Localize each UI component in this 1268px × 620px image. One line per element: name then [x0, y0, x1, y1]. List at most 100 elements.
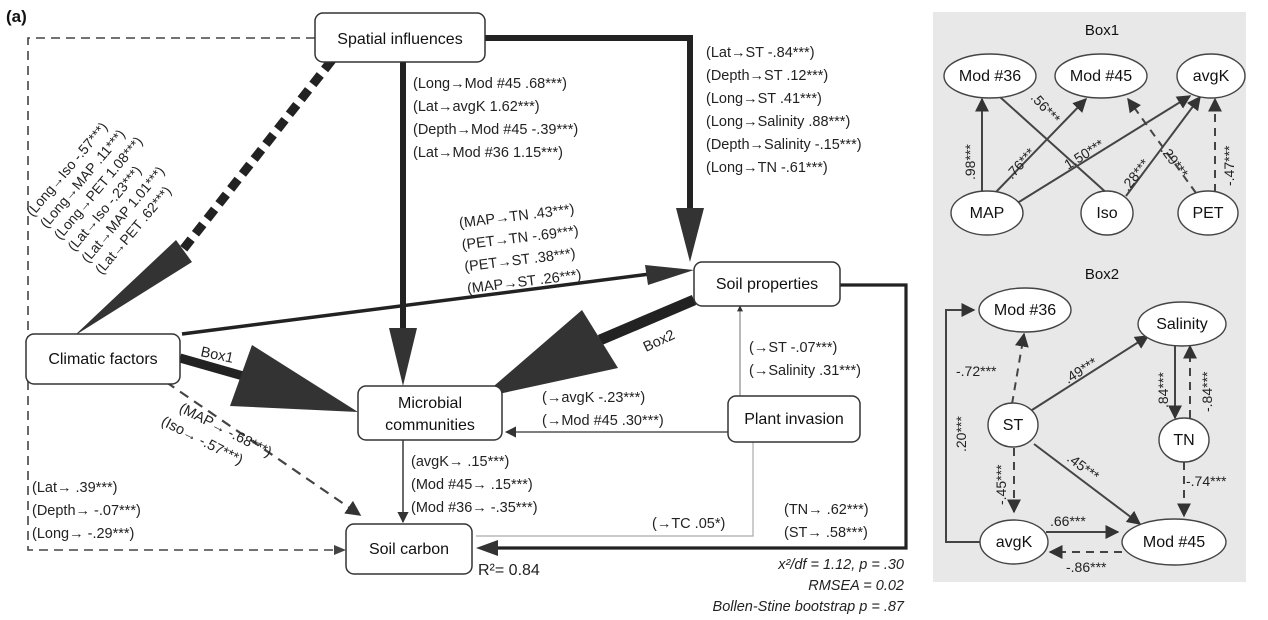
microbial-carbon-label-2: (Mod #36→ -.35***) [411, 500, 538, 516]
box1-edge-label-0: .98*** [962, 144, 978, 180]
spatial-soil-label-2: (Long→ST .41***) [706, 91, 822, 107]
node-climatic-label: Climatic factors [48, 351, 157, 368]
climatic-soil-arrowhead [645, 265, 694, 285]
box1-edge-iso-mod36 [999, 96, 1111, 197]
box2-node-st-label: ST [1003, 417, 1024, 434]
box1-title: Box1 [1085, 22, 1119, 39]
box1-arrow-label: Box1 [199, 344, 235, 367]
plant-soil-label-0: (→ST -.07***) [749, 340, 837, 356]
box2-edge-label-5: -.45*** [993, 464, 1009, 505]
box2-edge-label-8: .66*** [1050, 513, 1086, 529]
dashed-spatial-carbon-path [27, 37, 338, 551]
spatial-carbon-label-0: (Lat→ .39***) [32, 480, 117, 496]
box1-node-avgk [1176, 53, 1246, 99]
climatic-soil-line [181, 272, 651, 336]
box2-edge-st-mod45 [1033, 443, 1142, 525]
box2-edge-avgk-mod36 [945, 303, 992, 543]
box1-edge-map-avgk [1013, 95, 1192, 206]
soil-carbon-label-0: (TN→ .62***) [784, 502, 869, 518]
plant-soil-label-1: (→Salinity .31***) [749, 363, 861, 379]
climate-left-labels: (Long→Iso -.57***) (Long→MAP .11***) (Lo… [23, 119, 175, 277]
box1-node-map [950, 190, 1024, 236]
box2-node-tn [1158, 417, 1210, 463]
plant-microbial-label-0: (→avgK -.23***) [542, 390, 645, 406]
node-climatic: Climatic factors [25, 333, 181, 385]
microbial-carbon-label-0: (avgK→ .15***) [411, 454, 509, 470]
plant-carbon-label: (→TC .05*) [652, 516, 725, 532]
node-plant-invasion: Plant invasion [727, 395, 861, 443]
box2-node-mod36 [978, 287, 1072, 333]
box2-node-avgk [979, 519, 1049, 565]
node-soil-carbon: Soil carbon [345, 523, 473, 575]
climatic-microbial-arrowhead [230, 345, 358, 412]
node-plant-invasion-label: Plant invasion [744, 411, 844, 428]
box1-node-iso [1080, 190, 1134, 236]
box2-edge-label-3: -.84*** [1199, 371, 1215, 412]
spatial-carbon-label-2: (Long→ -.29***) [32, 526, 134, 542]
soil-microbial-arrowhead [480, 310, 618, 398]
climate-carbon-labels: (MAP→ -.68***) (Iso→ -.57***) [158, 400, 274, 468]
climatic-microbial-line [178, 353, 252, 383]
panel-label: (a) [6, 7, 27, 26]
box2-edge-st-mod36 [1011, 332, 1029, 405]
spatial-microbial-label-0: (Long→Mod #45 .68***) [413, 76, 567, 92]
microbial-carbon-label-1: (Mod #45→ .15***) [411, 477, 533, 493]
spatial-microbial-labels: (Long→Mod #45 .68***) (Lat→avgK 1.62***)… [413, 76, 578, 161]
box1-edge-map-mod45 [995, 97, 1087, 193]
node-soil-properties-label: Soil properties [716, 276, 818, 293]
box2-node-salinity-label: Salinity [1156, 316, 1208, 333]
dashed-spatial-carbon-arrowhead [334, 545, 346, 555]
spatial-microbial-label-2: (Depth→Mod #45 -.39***) [413, 122, 578, 138]
spatial-soil-label-4: (Depth→Salinity -.15***) [706, 137, 862, 153]
box2-node-salinity [1137, 301, 1227, 347]
soil-carbon-arrowhead [476, 540, 498, 556]
node-spatial: Spatial influences [314, 12, 486, 63]
spatial-microbial-arrowhead [389, 328, 417, 386]
spatial-soil-label-3: (Long→Salinity .88***) [706, 114, 850, 130]
spatial-soil-arrowhead [676, 208, 704, 262]
box2-edge-label-4: .20*** [953, 416, 969, 452]
box1-node-pet-label: PET [1192, 205, 1223, 222]
box1-node-pet [1177, 190, 1239, 236]
box2-edge-st-salinity [1031, 335, 1150, 411]
box2-node-mod45 [1121, 518, 1227, 566]
box2-node-tn-label: TN [1173, 432, 1194, 449]
box1-node-mod45 [1054, 53, 1148, 99]
box2-edges [945, 303, 1197, 559]
climate-soil-labels: (MAP→TN .43***) (PET→TN -.69***) (PET→ST… [458, 202, 582, 298]
spatial-soil-labels: (Lat→ST -.84***) (Depth→ST .12***) (Long… [706, 45, 862, 176]
box2-edge-label-9: -.86*** [1066, 559, 1107, 575]
spatial-microbial-label-3: (Lat→Mod #36 1.15***) [413, 145, 563, 161]
box1-node-avgk-label: avgK [1193, 68, 1230, 85]
r-squared: R²= 0.84 [478, 562, 540, 579]
spatial-soil-line [485, 35, 693, 212]
dotted-spatial-climatic-line [174, 57, 336, 259]
box1-node-map-label: MAP [970, 205, 1005, 222]
node-soil-properties: Soil properties [693, 261, 841, 307]
soil-carbon-line [490, 283, 908, 550]
spatial-soil-label-1: (Depth→ST .12***) [706, 68, 828, 84]
box1-node-mod45-label: Mod #45 [1070, 68, 1132, 85]
box2-edge-label-2: .84*** [1155, 372, 1171, 408]
box1-node-iso-label: Iso [1096, 205, 1117, 222]
node-microbial-label-1: Microbial [398, 395, 462, 412]
box2-title: Box2 [1085, 266, 1119, 283]
node-soil-carbon-label: Soil carbon [369, 541, 449, 558]
dashed-climatic-carbon-line [165, 381, 362, 516]
box2-edge-label-0: -.72*** [956, 363, 997, 379]
spatial-carbon-label-1: (Depth→ -.07***) [32, 503, 141, 519]
box2-node-mod36-label: Mod #36 [994, 302, 1056, 319]
fit-stat-0: x²/df = 1.12, p = .30 [777, 557, 904, 573]
box2-node-avgk-label: avgK [996, 534, 1033, 551]
node-microbial-label-2: communities [385, 417, 475, 434]
box2-arrow-label: Box2 [641, 327, 678, 355]
plant-microbial-label-1: (→Mod #45 .30***) [542, 413, 664, 429]
box1-node-mod36-label: Mod #36 [959, 68, 1021, 85]
plant-carbon-line [476, 442, 754, 537]
box2-edge-label-7: -.74*** [1186, 473, 1227, 489]
spatial-microbial-label-1: (Lat→avgK 1.62***) [413, 99, 540, 115]
box1-edges [975, 95, 1222, 206]
spatial-climatic-arrowhead [74, 240, 192, 336]
spatial-soil-label-5: (Long→TN -.61***) [706, 160, 828, 176]
